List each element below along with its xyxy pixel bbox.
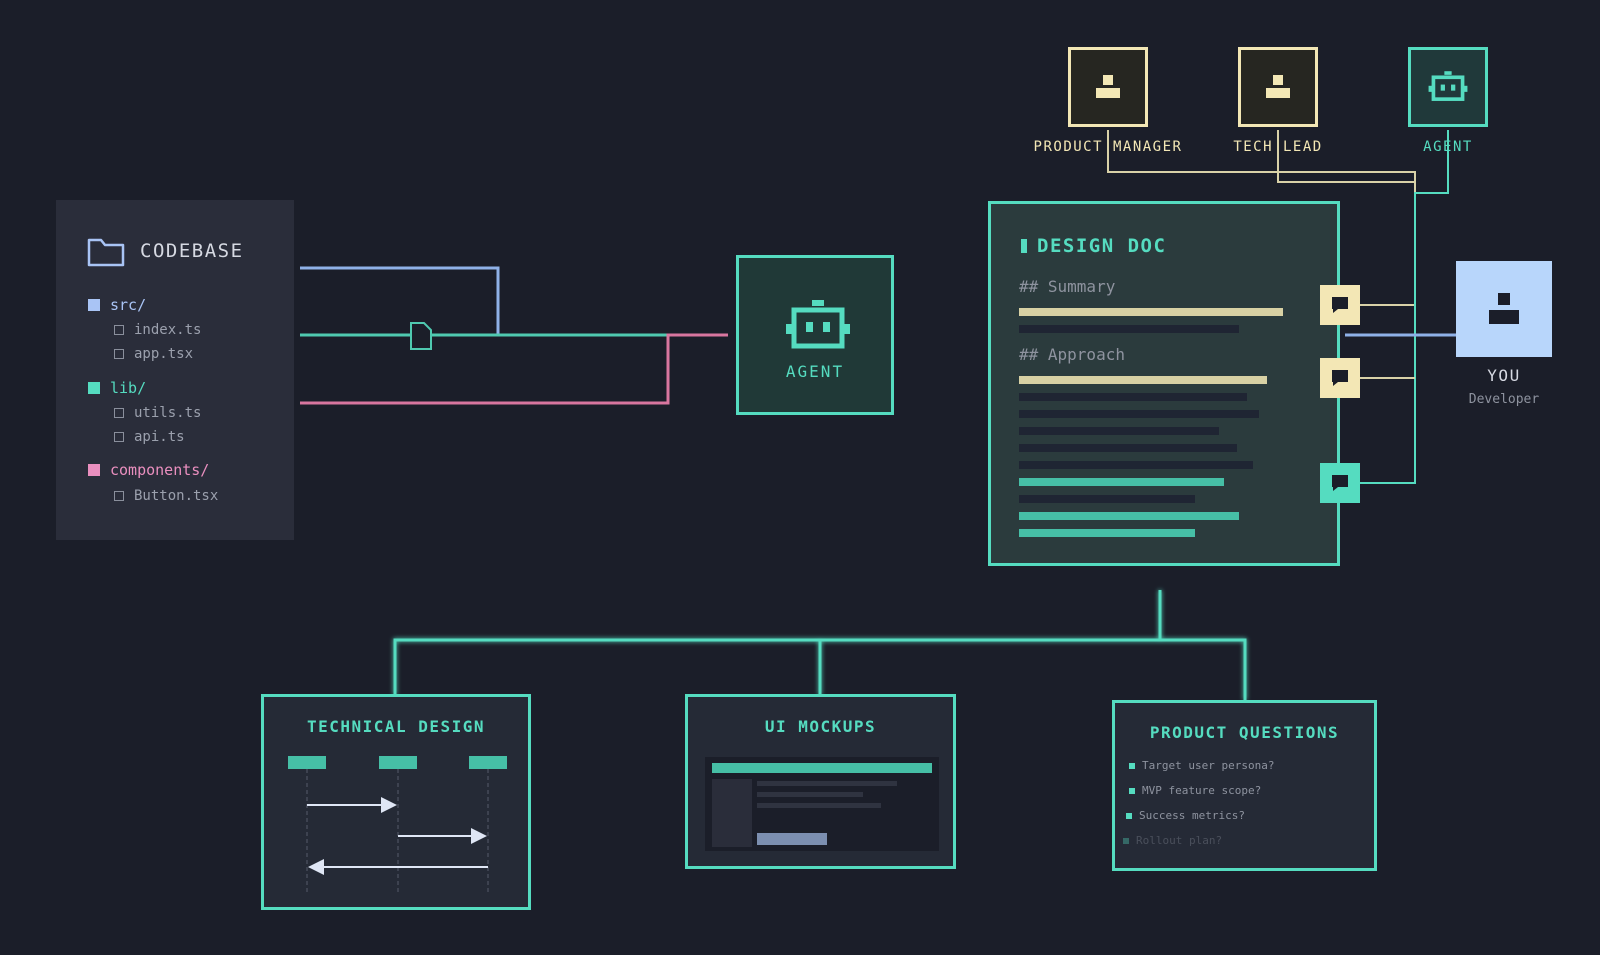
product-questions-title: PRODUCT QUESTIONS — [1149, 723, 1340, 742]
you-label: YOU — [1487, 366, 1521, 385]
file-api[interactable]: api.ts — [114, 429, 185, 445]
folder-src[interactable]: src/ — [88, 296, 146, 314]
ui-mockups-title: UI MOCKUPS — [764, 717, 877, 736]
bullet-icon — [1129, 762, 1135, 769]
file-app[interactable]: app.tsx — [114, 346, 193, 362]
mockup-window — [705, 757, 939, 851]
doc-line — [1019, 495, 1195, 503]
bullet-icon — [1123, 837, 1129, 844]
codebase-title: CODEBASE — [140, 240, 244, 262]
doc-line — [1019, 427, 1219, 435]
agent-label: AGENT — [785, 362, 845, 381]
folder-icon — [87, 238, 125, 267]
role-product-manager[interactable] — [1068, 47, 1148, 127]
role-tech-lead[interactable] — [1238, 47, 1318, 127]
design-doc-title: DESIGN DOC — [1037, 235, 1167, 257]
mockup-line — [757, 781, 897, 786]
mockup-button — [757, 833, 827, 845]
folder-lib-label: lib/ — [110, 379, 147, 397]
mockup-line — [757, 803, 881, 808]
folder-components[interactable]: components/ — [88, 461, 209, 479]
doc-section-summary: ## Summary — [1019, 277, 1116, 296]
role-agent[interactable] — [1408, 47, 1488, 127]
pm-wire — [1107, 130, 1416, 306]
folder-components-label: components/ — [110, 461, 210, 479]
file-utils[interactable]: utils.ts — [114, 405, 201, 421]
folder-lib[interactable]: lib/ — [88, 379, 146, 397]
file-icon — [114, 325, 124, 335]
product-questions-card[interactable]: PRODUCT QUESTIONS Target user persona? M… — [1112, 700, 1377, 871]
doc-line — [1019, 393, 1247, 401]
person-icon — [1489, 293, 1519, 324]
doc-outputs-wire — [393, 590, 1247, 700]
robot-icon — [1428, 71, 1468, 101]
role-agent-box — [1408, 47, 1488, 127]
src-wire — [300, 266, 728, 337]
doc-line — [1019, 444, 1237, 452]
doc-line — [1019, 308, 1283, 316]
doc-line — [1019, 410, 1259, 418]
tl-wire — [1277, 130, 1415, 183]
you-node[interactable] — [1456, 261, 1552, 357]
you-sublabel: Developer — [1468, 392, 1540, 407]
agent-role-wire — [1360, 130, 1449, 484]
role-pm-box — [1068, 47, 1148, 127]
technical-design-title: TECHNICAL DESIGN — [306, 717, 486, 736]
folder-src-label: src/ — [110, 296, 147, 314]
comment-button-tl[interactable] — [1320, 358, 1360, 398]
doc-line — [1019, 376, 1267, 384]
comment-button-agent[interactable] — [1320, 463, 1360, 503]
folder-components-icon — [88, 464, 100, 476]
doc-line — [1019, 325, 1239, 333]
question-item: Success metrics? — [1126, 809, 1245, 822]
robot-icon — [786, 300, 850, 349]
codebase-header: CODEBASE — [86, 234, 244, 268]
role-tl-box — [1238, 47, 1318, 127]
question-item: MVP feature scope? — [1129, 784, 1261, 797]
mockup-header — [712, 763, 932, 773]
components-wire — [300, 333, 728, 405]
doc-section-approach: ## Approach — [1019, 345, 1125, 364]
comment-icon — [1332, 370, 1348, 386]
technical-design-card[interactable]: TECHNICAL DESIGN — [261, 694, 531, 910]
file-icon — [114, 349, 124, 359]
comment-button-pm[interactable] — [1320, 285, 1360, 325]
doc-marker-icon — [1021, 239, 1027, 253]
role-agent-label: AGENT — [1423, 139, 1473, 155]
bullet-icon — [1126, 812, 1132, 819]
codebase-panel — [56, 200, 294, 540]
bullet-icon — [1129, 787, 1135, 794]
sequence-diagram-icon — [288, 756, 507, 893]
mockup-line — [757, 792, 863, 797]
doc-line — [1019, 529, 1195, 537]
doc-line — [1019, 461, 1253, 469]
person-icon — [1096, 75, 1120, 98]
role-tl-label: TECH LEAD — [1233, 139, 1323, 155]
mockup-sidebar — [712, 779, 752, 847]
doc-line — [1019, 478, 1224, 486]
design-doc[interactable]: DESIGN DOC ## Summary ## Approach — [988, 201, 1340, 566]
design-doc-header: DESIGN DOC — [1021, 235, 1166, 257]
comment-icon — [1332, 297, 1348, 313]
doc-line — [1019, 512, 1239, 520]
file-icon — [114, 408, 124, 418]
person-icon — [1266, 75, 1290, 98]
comment-icon — [1332, 475, 1348, 491]
ui-mockups-card[interactable]: UI MOCKUPS — [685, 694, 956, 869]
folder-src-icon — [88, 299, 100, 311]
question-item: Target user persona? — [1129, 759, 1274, 772]
question-item: Rollout plan? — [1123, 834, 1222, 847]
file-index[interactable]: index.ts — [114, 322, 201, 338]
file-icon — [410, 322, 432, 350]
role-pm-label: PRODUCT MANAGER — [1033, 139, 1183, 155]
file-icon — [114, 491, 124, 501]
agent-node[interactable]: AGENT — [736, 255, 894, 415]
file-icon — [114, 432, 124, 442]
folder-lib-icon — [88, 382, 100, 394]
file-button[interactable]: Button.tsx — [114, 488, 218, 504]
